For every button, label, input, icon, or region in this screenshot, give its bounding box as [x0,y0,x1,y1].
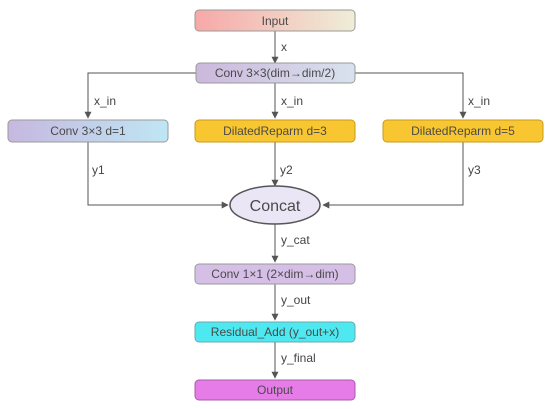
edge-label-x-in-left: x_in [94,94,116,108]
node-dilated-d5: DilatedReparm d=5 [382,119,544,143]
edge-label-y-final: y_final [281,351,316,365]
edge-label-x: x [281,40,287,54]
node-output-label: Output [257,383,294,397]
node-conv-reduce: Conv 3×3(dim→dim/2) [195,62,356,84]
edge-conv-d1-to-concat [87,142,229,209]
edge-labels: x x_in x_in x_in y1 y2 y3 y_cat y_out y_… [92,40,490,365]
node-conv-d1: Conv 3×3 d=1 [7,119,169,143]
edge-label-y-out: y_out [281,293,311,307]
edge-label-y1: y1 [92,163,105,177]
node-conv-reduce-label: Conv 3×3(dim→dim/2) [215,66,335,80]
node-output: Output [194,379,356,401]
edge-dilated-d5-to-concat [322,142,464,209]
edge-conv-reduce-to-dilated-d5 [355,72,467,119]
node-input: Input [194,9,356,32]
edge-label-x-in-mid: x_in [281,94,303,108]
node-dilated-d3: DilatedReparm d=3 [194,119,356,143]
edge-conv-reduce-to-conv-d1 [84,72,196,119]
edge-label-y3: y3 [468,163,481,177]
node-concat: Concat [229,185,321,225]
node-conv-1x1-label: Conv 1×1 (2×dim→dim) [211,267,338,281]
node-conv-d1-label: Conv 3×3 d=1 [50,124,126,138]
edge-label-x-in-right: x_in [468,94,490,108]
node-input-label: Input [262,14,289,28]
node-residual-add-label: Residual_Add (y_out+x) [211,325,339,339]
node-concat-label: Concat [250,198,301,215]
node-dilated-d5-label: DilatedReparm d=5 [411,124,515,138]
node-dilated-d3-label: DilatedReparm d=3 [223,124,327,138]
edge-label-y-cat: y_cat [281,233,310,247]
edges [84,31,467,379]
node-residual-add: Residual_Add (y_out+x) [194,321,356,343]
edge-label-y2: y2 [280,163,293,177]
node-conv-1x1: Conv 1×1 (2×dim→dim) [194,263,356,285]
